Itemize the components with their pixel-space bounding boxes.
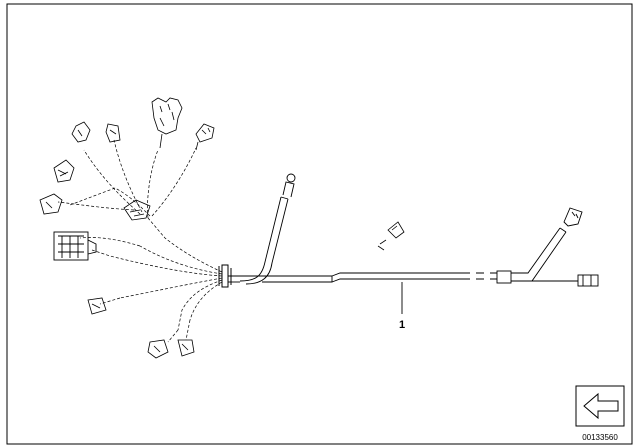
top-connectors <box>39 97 215 215</box>
loose-connector <box>377 221 405 251</box>
end-connector <box>577 274 599 287</box>
right-branch <box>518 207 583 282</box>
callout-1: 1 <box>399 282 405 331</box>
left-branches <box>57 139 223 343</box>
diagram-border <box>6 3 633 445</box>
bottom-connectors <box>87 297 195 359</box>
left-block-connector <box>53 231 97 261</box>
upper-branch <box>239 173 296 285</box>
doc-number: 00133560 <box>582 433 618 442</box>
callout-label: 1 <box>399 319 405 331</box>
nav-arrow-box[interactable] <box>575 385 625 427</box>
branch-junction <box>123 199 151 221</box>
arrow-left-icon[interactable] <box>583 392 619 420</box>
